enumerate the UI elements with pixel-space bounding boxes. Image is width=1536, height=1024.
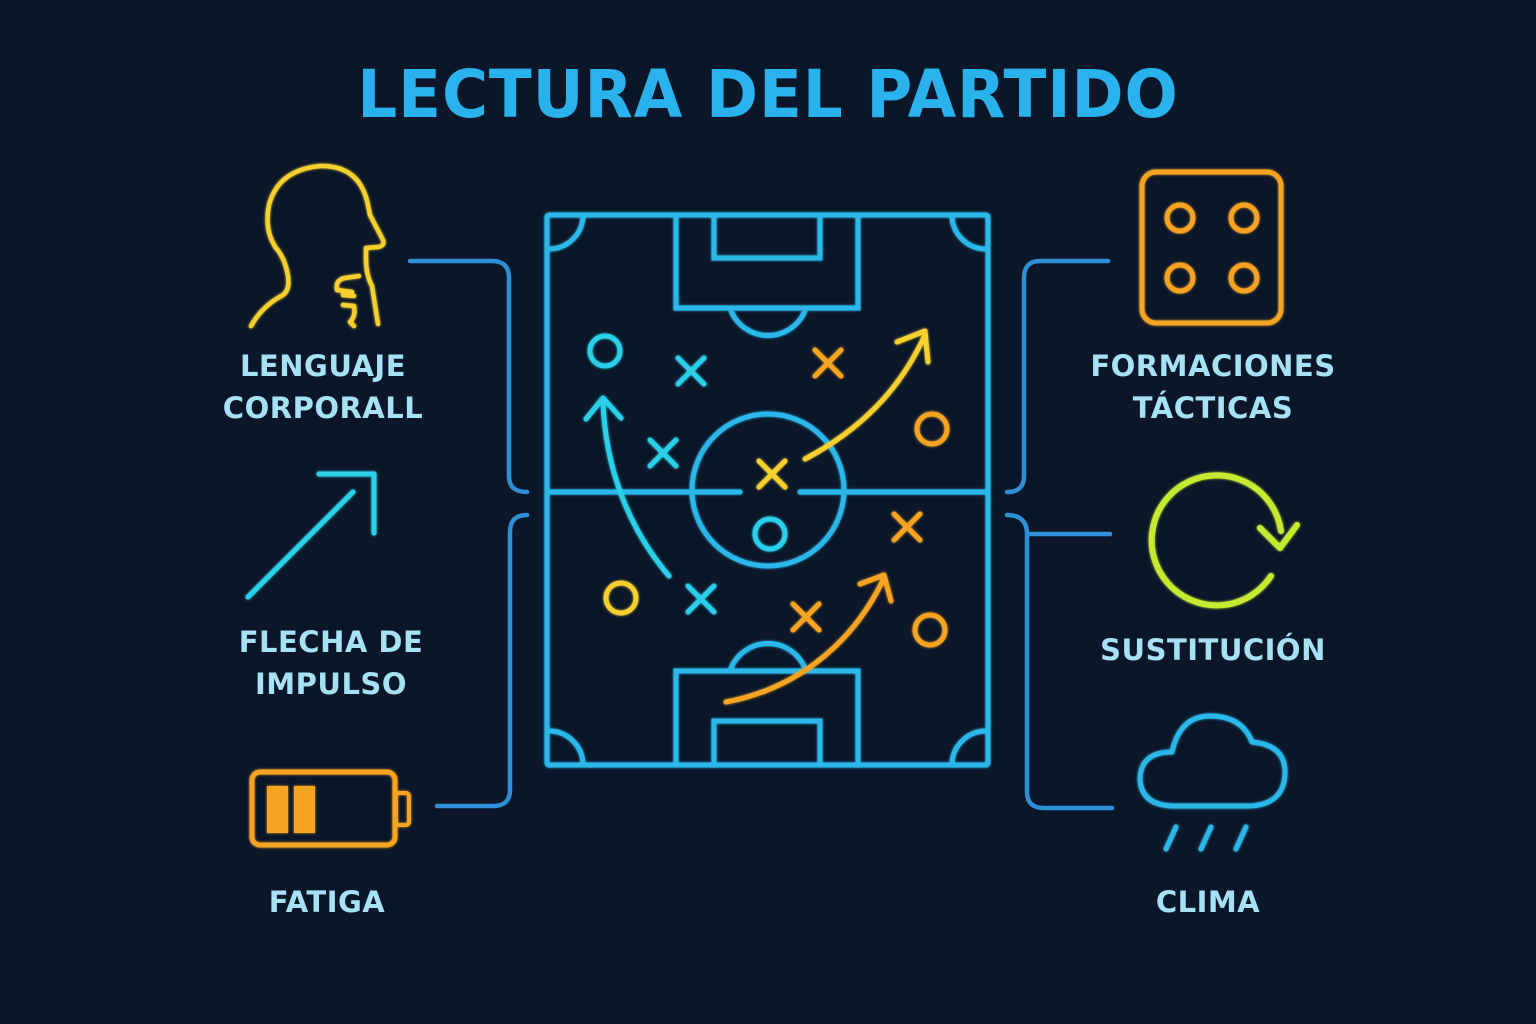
bottom-goal-area <box>711 718 823 768</box>
corner-arc <box>949 728 989 768</box>
label-line: CORPORALL <box>222 391 424 425</box>
label-momentum-arrow: FLECHA DE IMPULSO <box>211 621 451 705</box>
player-circle-marker <box>912 612 948 648</box>
connector-body-language <box>407 258 530 495</box>
player-x-marker <box>647 437 679 469</box>
arrowhead-icon <box>894 328 931 365</box>
arrowhead-icon <box>857 572 894 604</box>
label-line: LENGUAJE <box>239 349 407 383</box>
player-circle-marker <box>752 516 788 552</box>
corner-arc <box>546 212 586 252</box>
rotate-arrow-icon <box>1148 472 1300 609</box>
page-title: LECTURA DEL PARTIDO <box>357 56 1179 133</box>
player-markers <box>587 333 950 648</box>
label-line: FATIGA <box>268 885 386 919</box>
arrow-up-right-icon <box>245 471 377 600</box>
player-x-marker <box>685 583 717 615</box>
player-x-marker <box>812 347 844 379</box>
player-x-marker <box>790 601 822 633</box>
head-thinking-icon <box>248 163 386 329</box>
label-body-language: LENGUAJE CORPORALL <box>203 345 443 429</box>
formation-grid-icon <box>1139 169 1284 326</box>
rain-cloud-icon <box>1137 713 1288 852</box>
label-weather: CLIMA <box>1068 881 1348 923</box>
label-tactical-formations: FORMACIONES TÁCTICAS <box>1073 345 1353 429</box>
bottom-penalty-box <box>673 668 861 768</box>
label-fatigue: FATIGA <box>207 881 447 923</box>
top-penalty-arc <box>727 305 809 339</box>
battery-low-icon <box>249 769 411 848</box>
player-x-marker <box>756 458 788 490</box>
bottom-penalty-arc <box>727 640 809 674</box>
label-line: SUSTITUCIÓN <box>1100 633 1326 667</box>
connector-substitution-weather <box>1004 512 1115 811</box>
label-line: FORMACIONES <box>1090 349 1336 383</box>
player-x-marker <box>675 355 707 387</box>
corner-arc <box>949 212 989 252</box>
label-substitution: SUSTITUCIÓN <box>1073 629 1353 671</box>
label-line: TÁCTICAS <box>1132 391 1294 425</box>
yellow-pass-arrow <box>802 332 928 462</box>
player-x-marker <box>891 511 923 543</box>
player-circle-marker <box>603 580 639 616</box>
play-arrows <box>583 328 931 705</box>
orange-pass-arrow <box>723 575 887 705</box>
corner-arc <box>546 728 586 768</box>
connector-formations <box>1004 258 1111 495</box>
connector-lines <box>407 258 1115 811</box>
label-line: CLIMA <box>1155 885 1261 919</box>
player-circle-marker <box>914 411 950 447</box>
arrowhead-icon <box>583 395 624 422</box>
label-line: IMPULSO <box>255 667 407 701</box>
connector-fatigue <box>434 512 530 809</box>
football-pitch <box>544 212 991 768</box>
player-circle-marker <box>587 333 623 369</box>
center-circle <box>689 411 847 569</box>
top-penalty-box <box>673 212 861 311</box>
cyan-run-arrow <box>600 397 672 579</box>
label-line: FLECHA DE <box>238 625 424 659</box>
top-goal-area <box>711 212 823 261</box>
